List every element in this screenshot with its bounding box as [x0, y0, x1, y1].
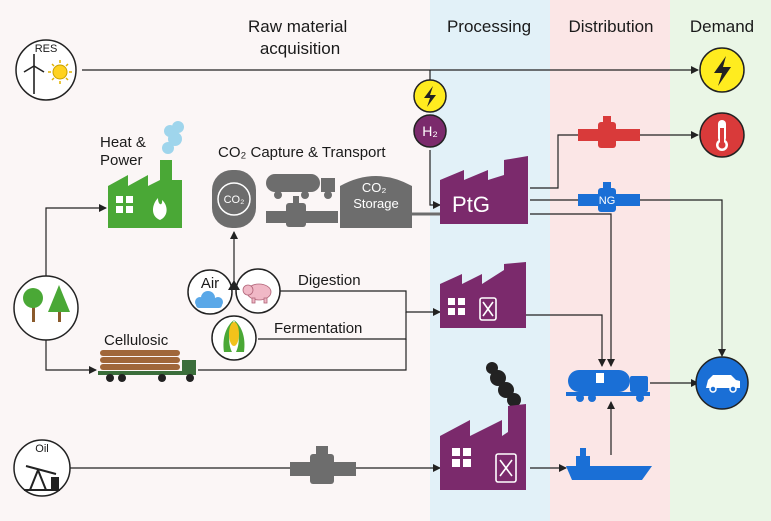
heat-pipeline-icon	[578, 116, 640, 148]
wind-turbine-icon	[23, 54, 45, 94]
biogas-plant-icon	[440, 262, 526, 328]
corn-icon	[223, 320, 245, 352]
tanker-truck-icon	[566, 370, 650, 402]
h2-node: H₂	[413, 114, 447, 148]
heat-power-plant-icon	[108, 121, 184, 228]
ship-icon	[566, 448, 652, 480]
co2-storage-line1: CO₂	[362, 180, 387, 195]
arrow-digestion-to-biogas	[272, 290, 441, 316]
sun-icon	[48, 60, 72, 84]
h2-label: H₂	[422, 123, 438, 139]
header-raw-line1: Raw material	[248, 17, 347, 36]
lightning-icon	[714, 56, 731, 86]
co2-truck-icon	[266, 174, 335, 199]
co2-capture-label: CO₂ Capture & Transport	[218, 144, 386, 161]
header-processing: Processing	[447, 17, 531, 36]
cloud-icon	[195, 291, 223, 308]
arrow-ptg-to-heat-pipe	[530, 134, 578, 189]
arrow-ptg-to-truck	[530, 213, 615, 367]
electricity-demand-node	[699, 47, 745, 93]
steam-cloud-icon	[162, 121, 184, 154]
co2-storage-label: CO₂ Storage	[353, 180, 399, 211]
res-label: RES	[35, 43, 58, 55]
header-raw-line2: acquisition	[260, 39, 340, 58]
co2-tank-icon: CO₂	[212, 170, 256, 228]
smoke-cloud-icon	[486, 362, 521, 407]
thermometer-icon	[716, 120, 728, 151]
flame-icon	[153, 198, 167, 220]
refinery-fuel-can-icon	[495, 453, 517, 483]
arrow-cellulosic-to-biogas	[198, 339, 407, 371]
forest-node	[13, 275, 79, 341]
co2-tank-label: CO₂	[224, 194, 245, 206]
oil-label: Oil	[35, 443, 48, 455]
corn-node	[211, 315, 257, 361]
lightning-small-icon	[424, 86, 436, 107]
air-node: Air	[187, 269, 233, 315]
air-label: Air	[201, 275, 219, 292]
forest-circle	[13, 275, 79, 341]
ng-label: NG	[599, 195, 616, 207]
heat-power-line1: Heat &	[100, 134, 146, 151]
log-truck-icon	[98, 350, 196, 382]
h2-circle	[413, 114, 447, 148]
tree-icon	[23, 285, 70, 322]
pig-node	[235, 268, 281, 314]
pig-icon	[242, 283, 272, 304]
arrow-biogas-to-truck	[502, 314, 606, 367]
header-distribution: Distribution	[568, 17, 653, 36]
res-node: RES	[15, 39, 77, 101]
fork-triangle	[228, 280, 240, 290]
co2-pipeline-icon	[266, 196, 338, 227]
pumpjack-icon	[24, 465, 60, 491]
ptg-label: PtG	[452, 192, 490, 217]
transport-demand-node	[695, 356, 749, 410]
digestion-label: Digestion	[298, 272, 361, 289]
res-circle	[15, 39, 77, 101]
header-demand: Demand	[690, 17, 754, 36]
cellulosic-label: Cellulosic	[104, 332, 169, 349]
arrow-h2-to-ptg	[429, 150, 441, 209]
co2-storage-icon: CO₂ Storage	[340, 176, 412, 228]
power-input-node	[413, 79, 447, 113]
fuel-can-icon	[479, 297, 497, 321]
distribution-column	[550, 0, 670, 521]
car-icon	[706, 375, 740, 393]
arrow-forest-to-cellulosic	[45, 340, 97, 374]
arrow-ng-pipe-to-car	[640, 199, 726, 357]
fermentation-label: Fermentation	[274, 320, 362, 337]
arrow-forest-to-heatpower	[45, 204, 107, 276]
ng-pipeline-icon: NG	[578, 182, 640, 212]
heat-power-label: Heat & Power	[100, 134, 150, 169]
header-raw-material: Raw material acquisition	[248, 17, 352, 58]
oil-node: Oil	[13, 439, 71, 497]
heat-power-line2: Power	[100, 152, 143, 169]
heat-demand-node	[699, 112, 745, 158]
co2-storage-line2: Storage	[353, 196, 399, 211]
ptg-factory-icon: PtG	[440, 156, 528, 224]
refinery-icon	[440, 362, 526, 490]
oil-pipeline-icon	[290, 446, 356, 484]
